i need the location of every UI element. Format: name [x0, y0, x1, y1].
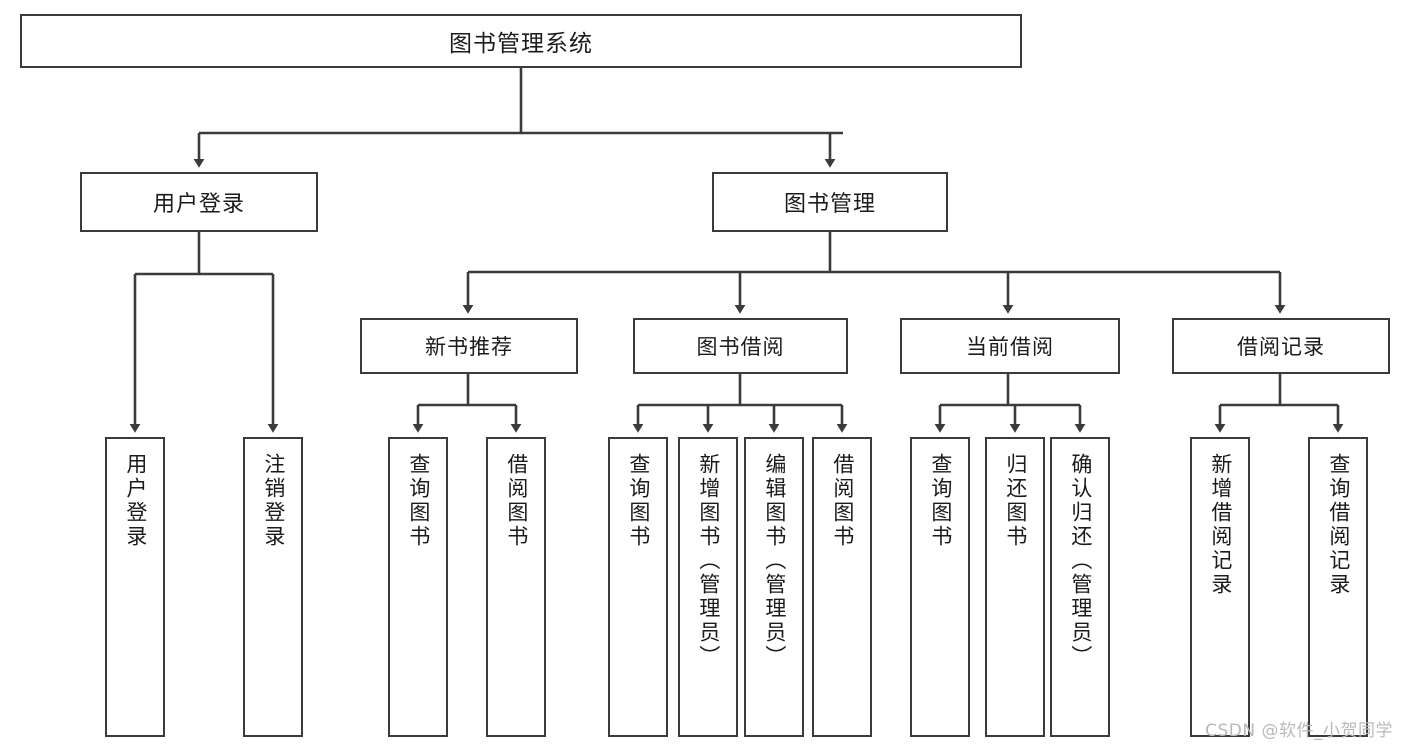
leaf-edit-book-admin[interactable]: 编辑图书（管理员）: [744, 437, 804, 737]
leaf-query-borrow-record-label: 查询借阅记录: [1326, 453, 1351, 597]
node-book-borrow[interactable]: 图书借阅: [633, 318, 848, 374]
leaf-current-query-book[interactable]: 查询图书: [910, 437, 970, 737]
leaf-query-borrow-record[interactable]: 查询借阅记录: [1308, 437, 1368, 737]
leaf-confirm-return-admin-label: 确认归还（管理员）: [1068, 453, 1093, 669]
leaf-borrow-query-book-label: 查询图书: [626, 453, 651, 549]
node-user-login[interactable]: 用户登录: [80, 172, 318, 232]
leaf-add-borrow-record-label: 新增借阅记录: [1208, 453, 1233, 597]
node-borrow-record-label: 借阅记录: [1237, 335, 1325, 359]
node-root-label: 图书管理系统: [449, 31, 593, 57]
leaf-return-book-label: 归还图书: [1003, 453, 1028, 549]
leaf-current-query-book-label: 查询图书: [928, 453, 953, 549]
leaf-logout-label: 注销登录: [261, 453, 286, 549]
leaf-logout[interactable]: 注销登录: [243, 437, 303, 737]
node-current-borrow[interactable]: 当前借阅: [900, 318, 1120, 374]
leaf-newbook-query-book[interactable]: 查询图书: [388, 437, 448, 737]
leaf-newbook-borrow-book-label: 借阅图书: [504, 453, 529, 549]
leaf-confirm-return-admin[interactable]: 确认归还（管理员）: [1050, 437, 1110, 737]
node-borrow-record[interactable]: 借阅记录: [1172, 318, 1390, 374]
leaf-newbook-query-book-label: 查询图书: [406, 453, 431, 549]
node-new-book-recommend[interactable]: 新书推荐: [360, 318, 578, 374]
node-user-login-label: 用户登录: [152, 192, 245, 217]
node-book-management-label: 图书管理: [783, 192, 876, 217]
leaf-add-book-admin-label: 新增图书（管理员）: [696, 453, 721, 669]
leaf-borrow-query-book[interactable]: 查询图书: [608, 437, 668, 737]
leaf-newbook-borrow-book[interactable]: 借阅图书: [486, 437, 546, 737]
leaf-return-book[interactable]: 归还图书: [985, 437, 1045, 737]
leaf-borrow-book[interactable]: 借阅图书: [812, 437, 872, 737]
node-root[interactable]: 图书管理系统: [20, 14, 1022, 68]
leaf-user-login[interactable]: 用户登录: [105, 437, 165, 737]
node-book-management[interactable]: 图书管理: [712, 172, 948, 232]
leaf-add-book-admin[interactable]: 新增图书（管理员）: [678, 437, 738, 737]
leaf-borrow-book-label: 借阅图书: [830, 453, 855, 549]
node-current-borrow-label: 当前借阅: [966, 335, 1054, 359]
node-new-book-recommend-label: 新书推荐: [425, 335, 513, 359]
leaf-user-login-label: 用户登录: [123, 453, 148, 549]
leaf-add-borrow-record[interactable]: 新增借阅记录: [1190, 437, 1250, 737]
leaf-edit-book-admin-label: 编辑图书（管理员）: [762, 453, 787, 669]
csdn-watermark: CSDN @软件_小贺同学: [1205, 721, 1393, 741]
node-book-borrow-label: 图书借阅: [696, 335, 785, 359]
